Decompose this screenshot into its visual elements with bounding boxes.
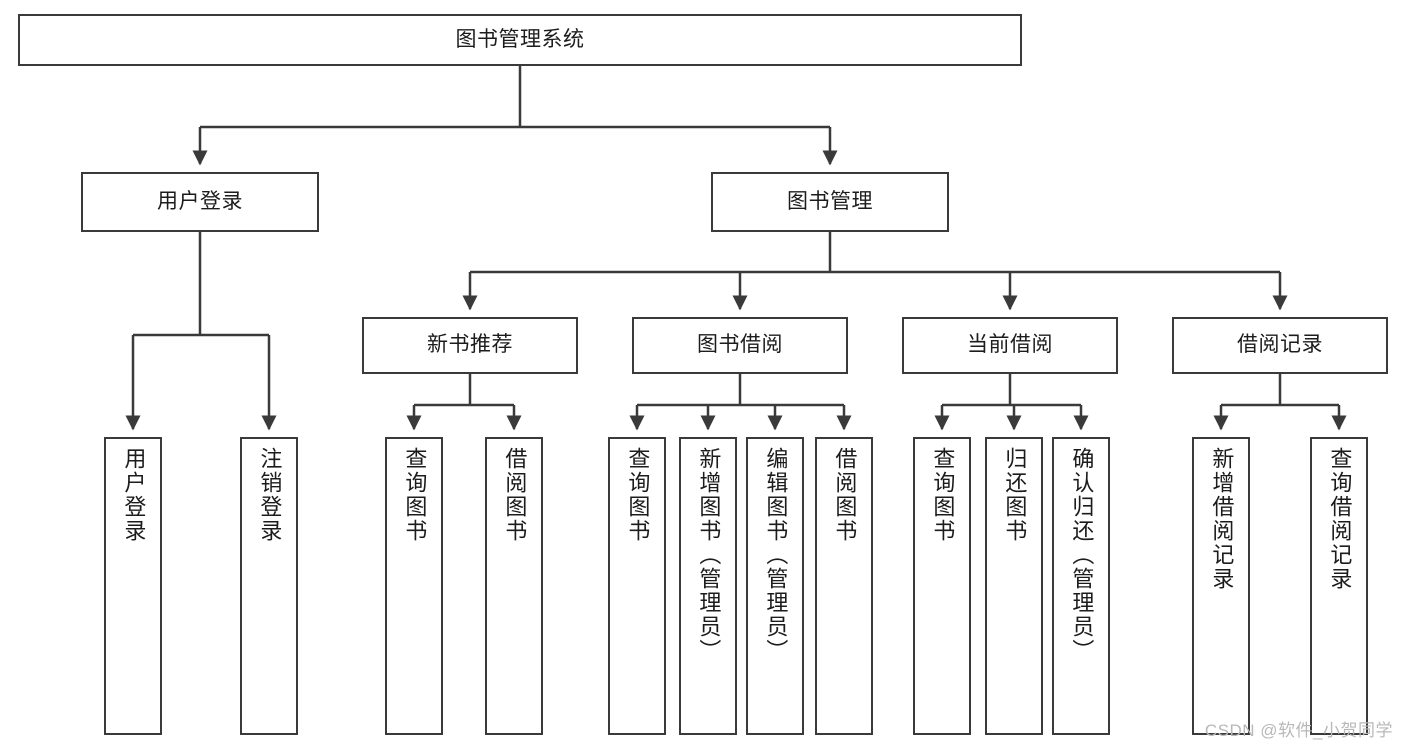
node-book-manage-label: 图书管理 xyxy=(787,189,873,213)
leaf-label: 编辑图书（管理员） xyxy=(763,447,789,663)
leaf-label: 用户登录 xyxy=(121,447,147,543)
leaf-label: 新增图书（管理员） xyxy=(696,447,722,663)
leaf-query-book-3[interactable]: 查询图书 xyxy=(913,437,971,735)
leaf-borrow-book-1[interactable]: 借阅图书 xyxy=(485,437,543,735)
node-book-borrow[interactable]: 图书借阅 xyxy=(632,317,848,374)
node-book-borrow-label: 图书借阅 xyxy=(697,333,783,357)
leaf-query-book-1[interactable]: 查询图书 xyxy=(385,437,443,735)
node-current-borrow[interactable]: 当前借阅 xyxy=(902,317,1118,374)
node-borrow-record-label: 借阅记录 xyxy=(1237,333,1323,357)
leaf-user-login[interactable]: 用户登录 xyxy=(104,437,162,735)
leaf-label: 归还图书 xyxy=(1002,447,1028,543)
node-book-manage[interactable]: 图书管理 xyxy=(711,172,949,232)
node-root[interactable]: 图书管理系统 xyxy=(18,14,1022,66)
leaf-confirm-return[interactable]: 确认归还（管理员） xyxy=(1052,437,1110,735)
leaf-label: 查询借阅记录 xyxy=(1327,447,1353,591)
leaf-label: 查询图书 xyxy=(930,447,956,543)
node-new-book-rec[interactable]: 新书推荐 xyxy=(362,317,578,374)
leaf-label: 新增借阅记录 xyxy=(1209,447,1235,591)
leaf-label: 查询图书 xyxy=(402,447,428,543)
leaf-label: 确认归还（管理员） xyxy=(1069,447,1095,663)
node-user-login[interactable]: 用户登录 xyxy=(81,172,319,232)
leaf-return-book[interactable]: 归还图书 xyxy=(985,437,1043,735)
node-new-book-rec-label: 新书推荐 xyxy=(427,333,513,357)
leaf-label: 查询图书 xyxy=(625,447,651,543)
leaf-borrow-book-2[interactable]: 借阅图书 xyxy=(815,437,873,735)
node-borrow-record[interactable]: 借阅记录 xyxy=(1172,317,1388,374)
leaf-query-record[interactable]: 查询借阅记录 xyxy=(1310,437,1368,735)
leaf-query-book-2[interactable]: 查询图书 xyxy=(608,437,666,735)
watermark-text: CSDN @软件_小贺同学 xyxy=(1204,721,1393,740)
leaf-label: 借阅图书 xyxy=(832,447,858,543)
leaf-user-logout[interactable]: 注销登录 xyxy=(240,437,298,735)
leaf-add-book[interactable]: 新增图书（管理员） xyxy=(679,437,737,735)
leaf-label: 借阅图书 xyxy=(502,447,528,543)
leaf-edit-book[interactable]: 编辑图书（管理员） xyxy=(746,437,804,735)
leaf-label: 注销登录 xyxy=(257,447,283,543)
leaf-add-record[interactable]: 新增借阅记录 xyxy=(1192,437,1250,735)
node-current-borrow-label: 当前借阅 xyxy=(967,333,1053,357)
node-root-label: 图书管理系统 xyxy=(455,27,585,51)
node-user-login-label: 用户登录 xyxy=(157,189,243,213)
